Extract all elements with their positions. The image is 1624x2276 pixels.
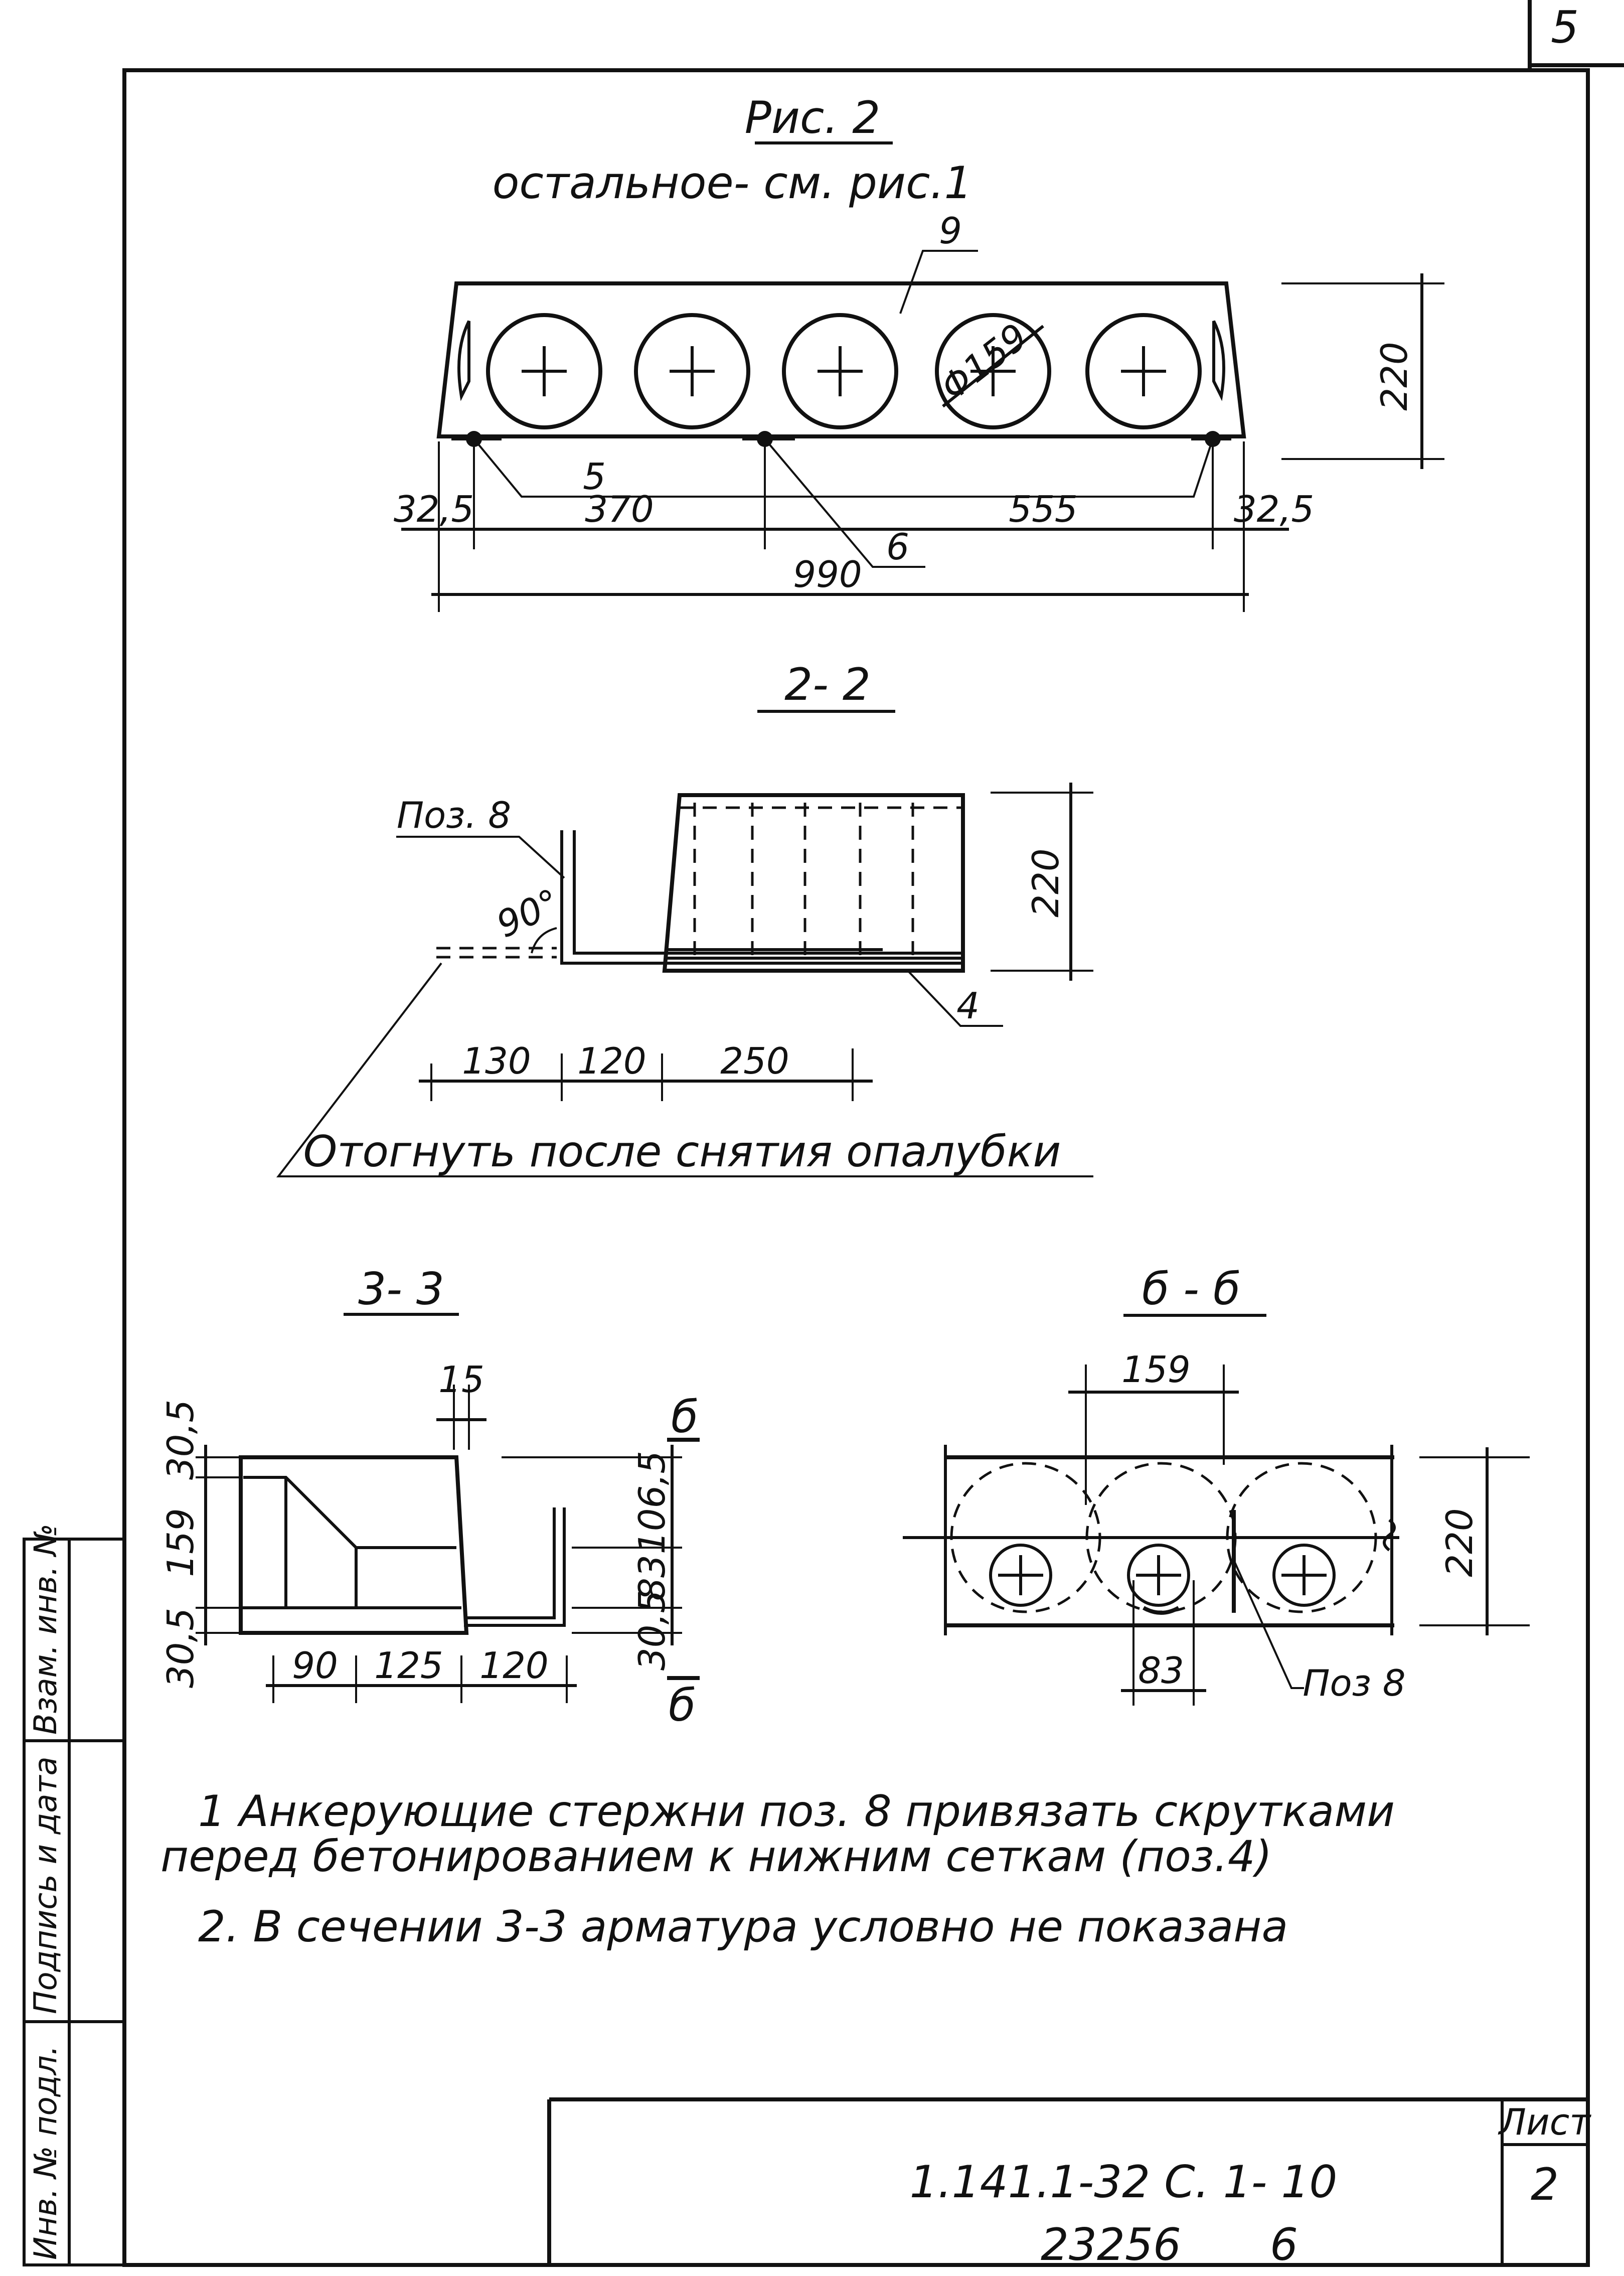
section-b-b-dim-bottom: 83 <box>1138 1649 1184 1692</box>
section-2-2-angle: 90° <box>490 880 566 946</box>
section-2-2-title: 2- 2 <box>784 659 871 710</box>
document-code: 1.141.1-32 С. 1- 10 <box>910 2156 1338 2208</box>
sheet-frame <box>122 0 1624 2267</box>
section-b-b-drawing <box>903 1364 1530 1706</box>
section-b-b-dim-height: 220 <box>1438 1508 1481 1577</box>
section-2-2-dim-2: 120 <box>577 1040 646 1082</box>
section-3-3-cut-mark-top: б <box>671 1391 698 1443</box>
section-3-3-dim-bottom-1: 90 <box>292 1644 338 1687</box>
fig2-subtitle: остальное- см. рис.1 <box>493 157 972 209</box>
section-3-3-dim-left-2: 159 <box>159 1508 202 1577</box>
section-2-2-note: Отогнуть после снятия опалубки <box>303 1127 1061 1177</box>
page-corner-number: 5 <box>1551 2 1579 53</box>
note-line-1: 1 Анкерующие стержни поз. 8 привязать ск… <box>198 1786 1395 1837</box>
bottom-number-1: 23256 <box>1041 2219 1181 2270</box>
fig2-diameter: Φ159 <box>933 315 1036 408</box>
section-3-3-dim-bottom-3: 120 <box>479 1644 548 1687</box>
fig2-dim-right-2: 32,5 <box>1234 488 1314 530</box>
section-3-3-dim-left-1: 30,5 <box>159 1400 202 1480</box>
fig2-callout-9: 9 <box>939 210 962 252</box>
stamp-field-inv-podl: Инв. № подл. <box>27 2045 64 2260</box>
section-3-3-dim-left-3: 30,5 <box>159 1608 202 1688</box>
fig2-dim-right-1: 555 <box>1009 488 1077 530</box>
section-3-3-title: 3- 3 <box>358 1263 444 1315</box>
section-2-2-dim-1: 130 <box>462 1040 531 1082</box>
fig2-dim-left-2: 370 <box>585 488 654 530</box>
section-3-3-dim-right-3: 30,5 <box>631 1590 673 1671</box>
section-2-2-pos-label: Поз. 8 <box>397 794 511 836</box>
side-stamp <box>23 1538 126 2266</box>
section-2-2-dim-3: 250 <box>720 1040 789 1082</box>
sheet-label: Лист <box>1498 2101 1592 2143</box>
fig2-dim-height: 220 <box>1373 342 1415 410</box>
fig2-callout-6: 6 <box>886 526 909 568</box>
section-2-2-dim-height: 220 <box>1025 848 1067 917</box>
section-3-3-drawing <box>196 1385 700 1703</box>
fig2-dim-left-1: 32,5 <box>394 488 474 530</box>
note-line-2: перед бетонированием к нижним сеткам (по… <box>160 1832 1272 1882</box>
section-3-3-cut-mark-bottom: б <box>669 1680 696 1731</box>
section-2-2-drawing <box>276 783 1093 1177</box>
section-b-b-title: б - б <box>1142 1263 1240 1315</box>
title-block <box>547 2097 1588 2265</box>
fig2-dim-total: 990 <box>793 553 862 595</box>
fig2-slab <box>401 250 1444 612</box>
bottom-number-2: 6 <box>1270 2219 1298 2270</box>
section-3-3-dim-right-2: 83 <box>631 1555 673 1601</box>
stamp-field-signature: Подпись и дата <box>27 1756 64 2014</box>
section-3-3-dim-top: 15 <box>438 1358 484 1401</box>
note-line-3: 2. В сечении 3-3 арматура условно не пок… <box>198 1902 1288 1952</box>
fig2-title: Рис. 2 <box>745 92 881 143</box>
section-3-3-dim-right-1: 106,5 <box>631 1451 673 1554</box>
section-b-b-dim-top: 159 <box>1121 1348 1190 1391</box>
sheet-number: 2 <box>1531 2159 1559 2210</box>
section-3-3-dim-bottom-2: 125 <box>374 1644 443 1687</box>
section-b-b-pos-label: Поз 8 <box>1303 1662 1405 1704</box>
stamp-field-vzam: Взам. инв. № <box>27 1524 64 1735</box>
section-2-2-callout-4: 4 <box>956 985 980 1027</box>
fig2-callout-5: 5 <box>583 456 606 498</box>
